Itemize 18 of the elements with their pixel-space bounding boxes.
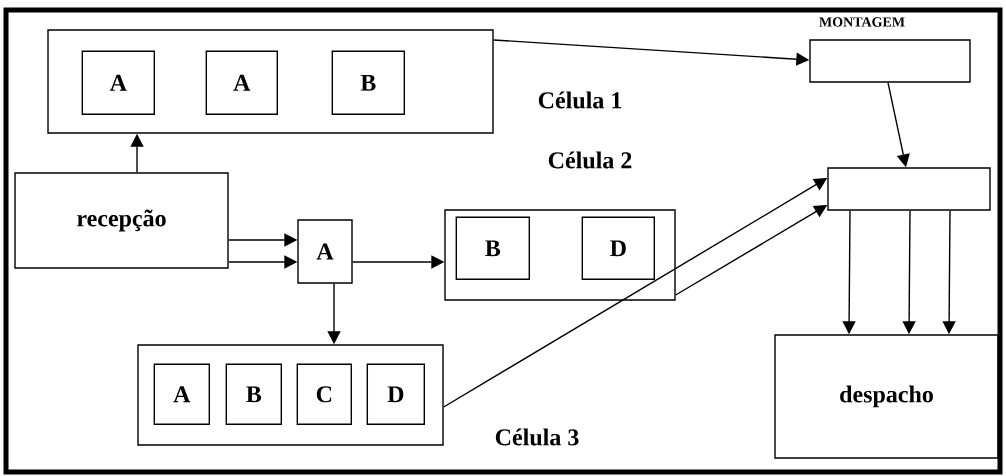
node-label: Célula 3 bbox=[495, 428, 579, 446]
machine-box: A bbox=[297, 219, 353, 284]
letter-box: B bbox=[225, 363, 282, 425]
letter-box: A bbox=[81, 50, 155, 115]
letter-box: A bbox=[153, 363, 210, 425]
letter-box: D bbox=[366, 363, 425, 425]
station-box: recepção bbox=[14, 172, 229, 269]
letter-box: D bbox=[581, 216, 655, 280]
node-label: Célula 1 bbox=[538, 91, 622, 109]
station-box: despacho bbox=[774, 334, 999, 459]
letter-box: C bbox=[296, 363, 352, 425]
letter-box: B bbox=[331, 50, 405, 115]
letter-box: A bbox=[205, 50, 278, 115]
node-label: MONTAGEM bbox=[819, 17, 905, 27]
letter-box: B bbox=[455, 216, 530, 280]
node-label: Célula 2 bbox=[548, 151, 632, 169]
assembly-box: MONTAGEM bbox=[809, 17, 971, 83]
buffer-box bbox=[827, 167, 991, 211]
